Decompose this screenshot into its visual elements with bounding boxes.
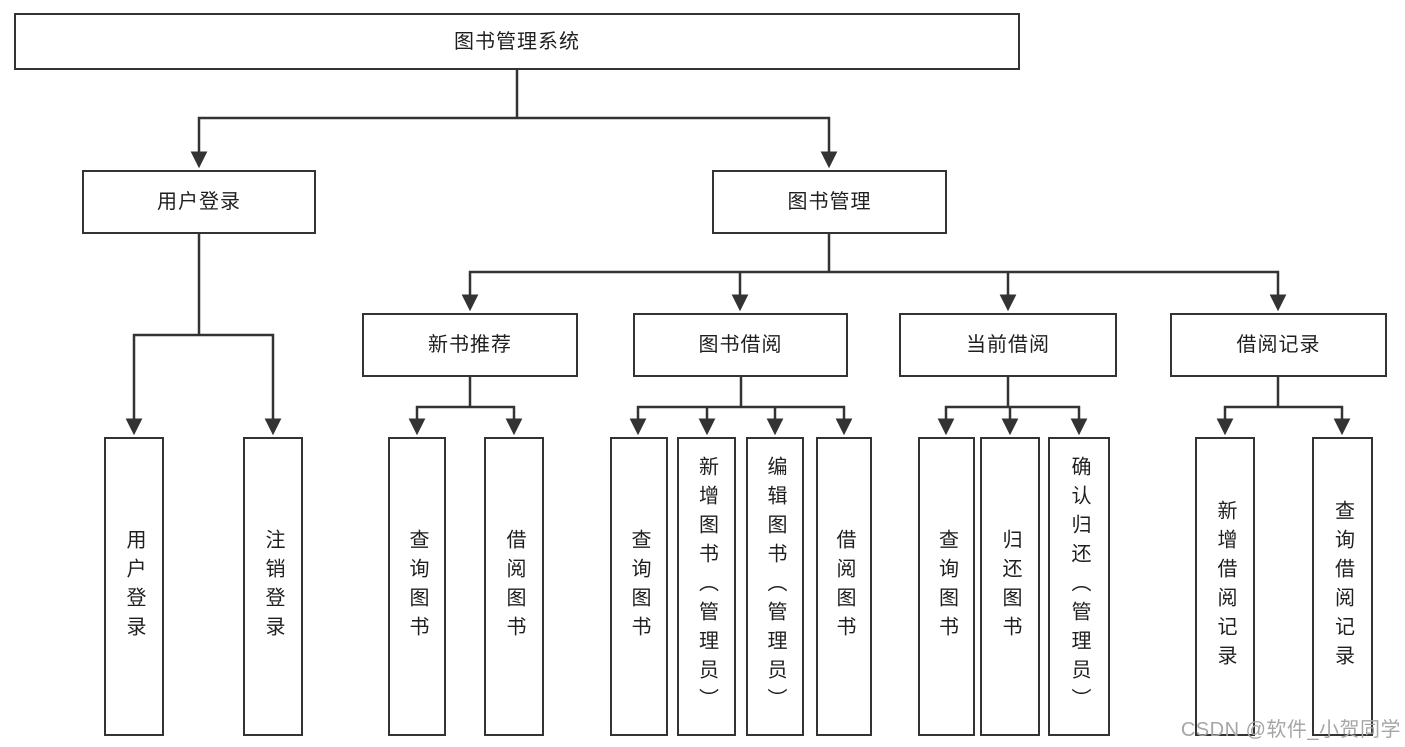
connector-root-split [190,116,838,169]
node-current-borrow: 当前借阅 [899,313,1117,377]
node-book-borrow: 图书借阅 [633,313,848,377]
node-borrow-records: 借阅记录 [1170,313,1387,377]
leaf-user-login: 用户登录 [104,437,164,736]
connector-borrow-split [629,405,853,436]
leaf-recommend-borrow-books: 借阅图书 [484,437,544,736]
leaf-current-query-books: 查询图书 [918,437,975,736]
leaf-return-books: 归还图书 [980,437,1040,736]
leaf-add-borrow-record: 新增借阅记录 [1195,437,1255,736]
leaf-confirm-return-admin: 确认归还（管理员） [1048,437,1110,736]
connector-userlogin-split [125,333,282,436]
leaf-recommend-query-books: 查询图书 [388,437,446,736]
node-user-login: 用户登录 [82,170,316,234]
leaf-edit-books-admin: 编辑图书（管理员） [746,437,804,736]
connector-bookmgmt-split [461,270,1287,312]
node-book-management: 图书管理 [712,170,947,234]
node-new-book-recommend: 新书推荐 [362,313,578,377]
csdn-watermark: CSDN @软件_小贺同学 [1180,719,1401,741]
leaf-query-borrow-record: 查询借阅记录 [1312,437,1373,736]
connector-records-split [1216,405,1351,436]
leaf-borrow-query-books: 查询图书 [610,437,668,736]
leaf-logout: 注销登录 [243,437,303,736]
connector-current-split [937,405,1088,436]
connector-recommend-split [408,405,523,436]
leaf-borrow-books: 借阅图书 [816,437,872,736]
node-system-root: 图书管理系统 [14,13,1020,70]
leaf-add-books-admin: 新增图书（管理员） [677,437,736,736]
